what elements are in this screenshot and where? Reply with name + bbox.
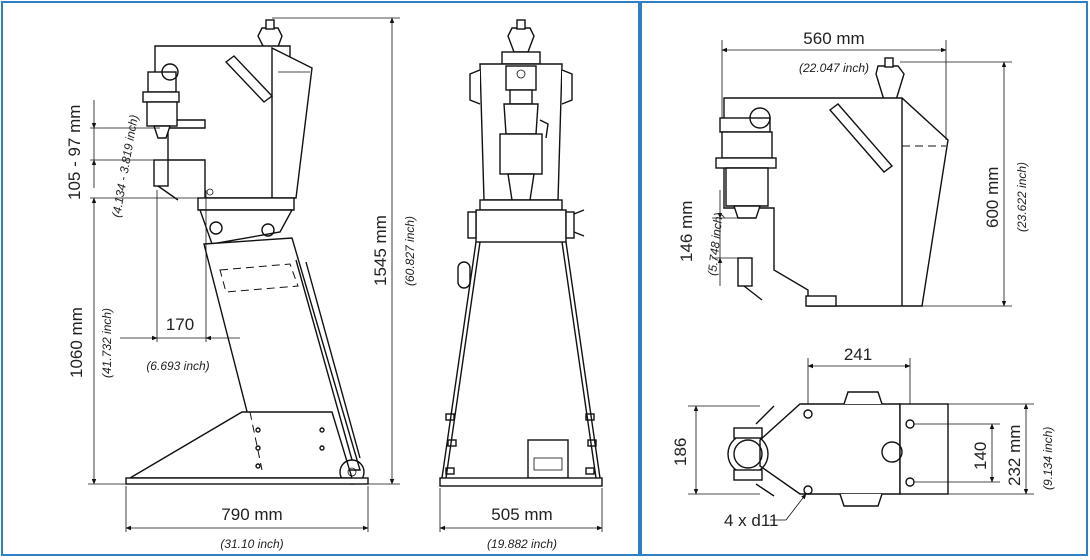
depth-inch: (31.10 inch) <box>220 537 283 551</box>
side-view-dimensions <box>88 17 400 532</box>
total-height-mm: 1545 mm <box>371 215 390 286</box>
top-width: 186 <box>671 438 690 466</box>
throat-dimension-mm: 105 - 97 mm <box>65 105 84 200</box>
top-view-drawing <box>727 391 949 507</box>
head-view-drawing <box>715 57 949 307</box>
top-view-dimensions <box>688 358 1034 521</box>
head-height-mm: 600 mm <box>983 167 1002 228</box>
plate-size-mm: 232 mm <box>1005 425 1024 486</box>
front-view-dimensions <box>439 488 603 532</box>
head-throat-inch: (5.748 inch) <box>705 212 726 276</box>
hole-spacing: 140 <box>971 442 990 470</box>
plate-size-inch: (9.134 inch) <box>1041 427 1055 490</box>
front-width-mm: 505 mm <box>491 505 552 524</box>
base-height-mm: 1060 mm <box>67 307 86 378</box>
front-width-inch: (19.882 inch) <box>487 537 557 551</box>
head-view-dimensions <box>712 40 1012 307</box>
depth-mm: 790 mm <box>221 505 282 524</box>
front-view-drawing <box>439 19 603 487</box>
head-height-inch: (23.622 inch) <box>1015 162 1029 232</box>
base-height-inch: (41.732 inch) <box>100 308 114 378</box>
head-width-mm: 560 mm <box>803 29 864 48</box>
mounting-holes-label: 4 x d11 <box>724 511 779 530</box>
head-width-inch: (22.047 inch) <box>799 61 869 75</box>
head-throat-mm: 146 mm <box>677 201 696 262</box>
left-panel-frame <box>1 1 640 556</box>
side-view-drawing <box>125 19 369 485</box>
top-length: 241 <box>844 345 872 364</box>
right-panel-frame <box>640 1 1088 556</box>
throat-dimension-inch: (4.134 - 3.819 inch) <box>109 114 141 219</box>
reach-dimension-inch: (6.693 inch) <box>146 359 209 373</box>
reach-dimension: 170 <box>166 315 194 334</box>
total-height-inch: (60.827 inch) <box>403 216 417 286</box>
